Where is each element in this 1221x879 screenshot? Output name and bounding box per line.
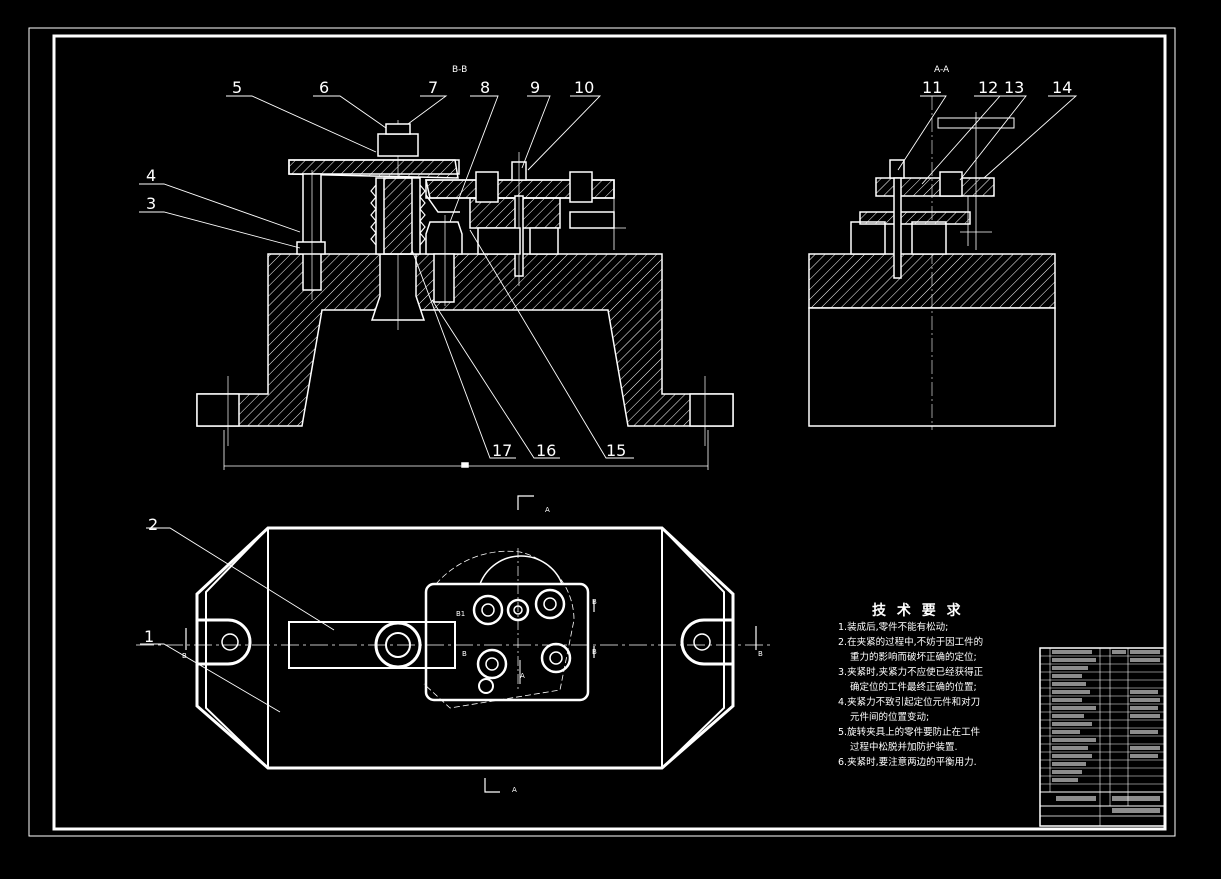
cut-mark-b-lower: B: [592, 648, 597, 656]
tech-requirement-item: 元件间的位置变动;: [850, 712, 930, 723]
leader-lines-aa: [897, 95, 1078, 185]
tech-requirement-item: 2.在夹紧的过程中,不妨于因工件的: [838, 637, 984, 648]
tech-requirement-item: 1.装成后,零件不能有松动;: [838, 622, 949, 633]
tech-requirements-list: 1.装成后,零件不能有松动; 2.在夹紧的过程中,不妨于因工件的 重力的影响而破…: [838, 620, 998, 770]
drawing-frame: [28, 27, 1176, 837]
balloon-11: 11: [922, 78, 942, 97]
balloon-6: 6: [319, 78, 329, 97]
fixture-body: [196, 253, 734, 427]
base-plate-outline: [195, 526, 735, 770]
tech-requirements-title: 技 术 要 求: [872, 603, 964, 619]
cut-mark-a-center: A: [520, 672, 525, 680]
tech-requirement-item: 重力的影响而破坏正确的定位;: [850, 652, 977, 663]
balloon-4: 4: [146, 166, 156, 185]
balloon-7: 7: [428, 78, 438, 97]
balloon-3: 3: [146, 194, 156, 213]
view-label-aa: A-A: [934, 65, 950, 75]
cut-mark-a-bottom: A: [512, 786, 517, 794]
cut-mark-b-center: B: [462, 650, 467, 658]
balloon-8: 8: [480, 78, 490, 97]
balloon-13: 13: [1004, 78, 1024, 97]
balloon-10: 10: [574, 78, 594, 97]
balloon-15: 15: [606, 441, 626, 460]
title-block-fill: [1052, 650, 1160, 813]
tech-requirement-item: 6.夹紧时,要注意两边的平衡用力.: [838, 757, 977, 768]
tech-requirement-item: 4.夹紧力不致引起定位元件和对刀: [838, 697, 981, 708]
leader-lines-top: [140, 527, 335, 713]
balloon-9: 9: [530, 78, 540, 97]
title-block: [1039, 647, 1166, 827]
tech-requirement-item: 过程中松脱并加防护装置.: [850, 742, 958, 753]
balloon-16: 16: [536, 441, 556, 460]
section-bb-view: [196, 120, 734, 470]
leader-lines-bb: [139, 95, 634, 459]
balloon-12: 12: [978, 78, 998, 97]
cut-mark-b-upper: B: [592, 598, 597, 606]
balloon-1: 1: [144, 627, 154, 646]
cut-mark-b-right: B: [758, 650, 763, 658]
balloon-14: 14: [1052, 78, 1072, 97]
tech-requirement-item: 确定位的工件最终正确的位置;: [850, 682, 977, 693]
view-label-bb: B-B: [452, 65, 467, 75]
section-aa-view: [808, 96, 1056, 430]
top-view: [136, 495, 770, 793]
balloon-5: 5: [232, 78, 242, 97]
cut-mark-a-top: A: [545, 506, 550, 514]
tech-requirement-item: 5.旋转夹具上的零件要防止在工件: [838, 727, 981, 738]
balloon-2: 2: [148, 515, 158, 534]
cut-mark-b1: B1: [456, 610, 465, 618]
tech-requirement-item: 3.夹紧时,夹紧力不应使已经获得正: [838, 667, 984, 678]
cut-mark-b-left: B: [182, 652, 187, 660]
balloon-17: 17: [492, 441, 512, 460]
